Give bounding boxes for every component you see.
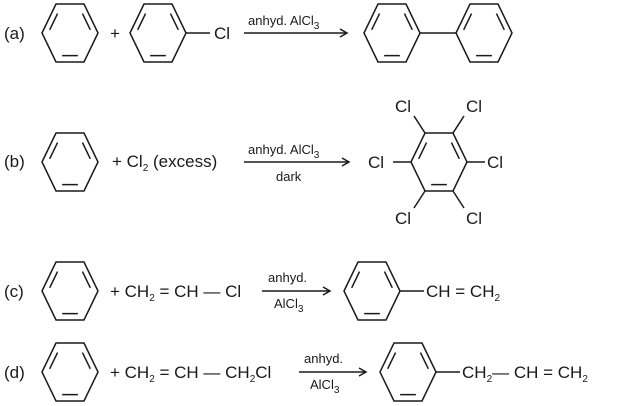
double-bond-line [383, 271, 393, 289]
double-bond-line [351, 271, 361, 289]
double-bond-line [81, 13, 91, 31]
bond [413, 190, 426, 209]
reaction-label: (c) [4, 282, 24, 301]
benzene-ring [363, 3, 421, 63]
reagent: + CH2 = CH — CH2Cl [110, 363, 271, 385]
double-bond-line [371, 13, 381, 31]
reaction-label: (b) [4, 152, 25, 171]
double-bond-line [81, 352, 91, 370]
reaction-c: (c) + CH2 = CH — Cl anhyd. AlCl3 CH = CH… [4, 270, 500, 315]
double-bond-line [49, 271, 59, 289]
ring-outline [41, 261, 99, 321]
condition-bottom: dark [276, 169, 302, 184]
chlorine-label: Cl [214, 24, 230, 43]
ring-outline [455, 3, 513, 63]
bond [452, 115, 465, 134]
reagent: + CH2 = CH — Cl [110, 282, 241, 304]
reaction-d: (d) + CH2 = CH — CH2Cl anhyd. AlCl3 CH2—… [4, 351, 588, 396]
double-bond-line [49, 142, 59, 160]
chlorine-label: Cl [487, 153, 503, 172]
benzene-ring [41, 342, 99, 402]
product-text: CH2— CH = CH2 [462, 363, 588, 385]
double-bond-line [387, 352, 397, 370]
reaction-label: (a) [4, 24, 25, 43]
benzene-ring [41, 261, 99, 321]
reaction-label: (d) [4, 363, 25, 382]
double-bond-line [403, 13, 413, 31]
benzene-ring [410, 132, 468, 192]
double-bond-line [418, 142, 428, 160]
double-bond-line [81, 271, 91, 289]
benzene-ring [379, 342, 437, 402]
condition-top: anhyd. [304, 351, 343, 366]
double-bond-line [419, 352, 429, 370]
chlorine-label: Cl [395, 97, 411, 116]
chlorine-label: Cl [368, 153, 384, 172]
chlorine-label: Cl [466, 209, 482, 228]
condition-top: anhyd. [268, 270, 307, 285]
bond [452, 190, 465, 209]
benzene-ring [343, 261, 401, 321]
ring-outline [379, 342, 437, 402]
double-bond-line [49, 352, 59, 370]
double-bond-line [495, 13, 505, 31]
condition-bottom: AlCl3 [274, 296, 304, 315]
ring-outline [41, 3, 99, 63]
ring-outline [363, 3, 421, 63]
product-text: CH = CH2 [426, 282, 500, 304]
double-bond-line [49, 13, 59, 31]
ring-outline [343, 261, 401, 321]
benzene-ring [455, 3, 513, 63]
double-bond-line [137, 13, 147, 31]
condition-top: anhyd. AlCl3 [248, 142, 320, 161]
double-bond-line [463, 13, 473, 31]
bond [413, 115, 426, 134]
ring-outline [41, 132, 99, 192]
double-bond-line [450, 142, 460, 160]
plus-sign: + [110, 24, 120, 43]
ring-outline [410, 132, 468, 192]
reaction-b: (b) + Cl2 (excess) anhyd. AlCl3 dark Cl … [4, 97, 503, 228]
ring-outline [41, 342, 99, 402]
benzene-ring [129, 3, 187, 63]
condition-bottom: AlCl3 [310, 377, 340, 396]
reaction-a: (a) + Cl anhyd. AlCl3 [4, 13, 456, 43]
ring-outline [129, 3, 187, 63]
chlorine-label: Cl [395, 209, 411, 228]
benzene-ring [41, 3, 99, 63]
reagent: + Cl2 (excess) [112, 152, 217, 174]
double-bond-line [81, 142, 91, 160]
benzene-ring [41, 132, 99, 192]
chlorine-label: Cl [466, 97, 482, 116]
double-bond-line [169, 13, 179, 31]
condition-top: anhyd. AlCl3 [248, 13, 320, 32]
